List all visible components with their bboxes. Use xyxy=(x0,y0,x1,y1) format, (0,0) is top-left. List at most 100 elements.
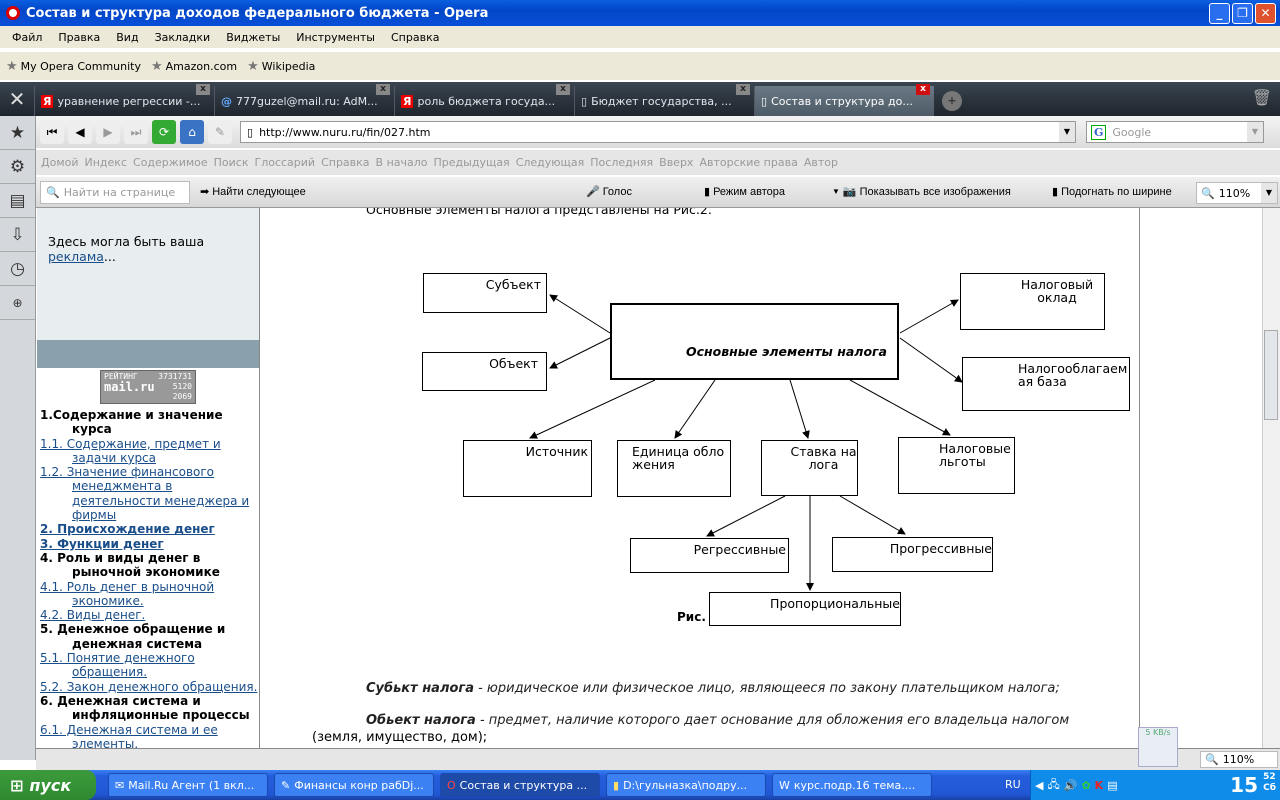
nav-link[interactable]: Вверх xyxy=(659,156,694,169)
icq-icon[interactable]: ✿ xyxy=(1081,778,1091,792)
nav-link[interactable]: Следующая xyxy=(515,156,585,169)
close-tab-icon[interactable]: x xyxy=(916,84,930,95)
find-input[interactable]: 🔍Найти на странице xyxy=(40,181,190,204)
scrollbar-thumb[interactable] xyxy=(1264,330,1278,420)
chevron-down-icon[interactable]: ▼ xyxy=(1059,122,1075,142)
reload-icon[interactable]: ⟳ xyxy=(152,120,176,144)
volume-icon[interactable]: 🔊 xyxy=(1063,778,1078,792)
network-icon[interactable]: 🖧 xyxy=(1047,777,1060,791)
course-nav-link[interactable]: 2. Происхождение денег xyxy=(40,522,215,537)
history-clock-icon[interactable]: ◷ xyxy=(0,252,35,286)
course-nav-link[interactable]: 1.2. Значение финансового менеджмента в … xyxy=(40,465,250,523)
close-tab-icon[interactable]: x xyxy=(556,84,570,95)
course-nav-item[interactable]: 2. Происхождение денег xyxy=(40,522,259,536)
vertical-scrollbar[interactable] xyxy=(1262,208,1280,748)
course-nav-link[interactable]: 4.2. Виды денег. xyxy=(40,608,146,623)
close-tab-icon[interactable]: x xyxy=(736,84,750,95)
start-button[interactable]: ⊞пуск xyxy=(0,770,96,800)
bookmarks-panel-star-icon[interactable]: ★ xyxy=(0,116,35,150)
course-nav-item[interactable]: 1.2. Значение финансового менеджмента в … xyxy=(40,465,259,522)
nav-link[interactable]: Последняя xyxy=(590,156,654,169)
nav-link[interactable]: Домой xyxy=(41,156,79,169)
ad-link[interactable]: реклама xyxy=(48,249,104,264)
nav-link[interactable]: Авторские права xyxy=(699,156,798,169)
find-next-button[interactable]: ➡Найти следующее xyxy=(200,185,306,199)
russian-flag-icon[interactable]: ▤ xyxy=(1107,778,1118,792)
course-nav-item[interactable]: 3. Функции денег xyxy=(40,537,259,551)
gear-icon[interactable]: ⚙ xyxy=(0,150,35,184)
nav-link[interactable]: Содержимое xyxy=(133,156,208,169)
new-tab-button[interactable]: + xyxy=(942,91,962,111)
taskbar-item-folder[interactable]: ▮D:\гульназка\подру... xyxy=(606,773,766,797)
bookmark-amazon[interactable]: ★Amazon.com xyxy=(151,59,237,74)
maximize-button[interactable]: ❐ xyxy=(1232,3,1253,24)
menu-tools[interactable]: Инструменты xyxy=(296,30,375,44)
tab-2[interactable]: @777guzel@mail.ru: AdM...x xyxy=(214,84,394,116)
course-nav-item[interactable]: 1.1. Содержание, предмет и задачи курса xyxy=(40,437,259,466)
nav-link[interactable]: Справка xyxy=(321,156,370,169)
tray-expand-icon[interactable]: ◀ xyxy=(1035,778,1044,792)
fast-forward-icon[interactable]: ⏭ xyxy=(124,120,148,144)
zoom-select[interactable]: 🔍110%▼ xyxy=(1196,182,1278,204)
add-panel-icon[interactable]: ⊕ xyxy=(0,286,35,320)
course-nav-item[interactable]: 4.2. Виды денег. xyxy=(40,608,259,622)
course-nav-item[interactable]: 5.2. Закон денежного обращения. xyxy=(40,680,259,694)
transfers-icon[interactable]: ⇩ xyxy=(0,218,35,252)
close-tab-icon[interactable]: x xyxy=(196,84,210,95)
course-nav-link[interactable]: 6.1. Денежная система и ее элементы. xyxy=(40,722,218,748)
menu-view[interactable]: Вид xyxy=(116,30,139,44)
nav-link[interactable]: Автор xyxy=(803,156,838,169)
kaspersky-icon[interactable]: K xyxy=(1094,778,1104,792)
tools-icon[interactable]: ✕ xyxy=(8,87,26,111)
show-images-button[interactable]: ▼📷Показывать все изображения xyxy=(832,185,1011,199)
course-nav-link[interactable]: 5.1. Понятие денежного обращения. xyxy=(40,651,195,680)
home-icon[interactable]: ⌂ xyxy=(180,120,204,144)
edit-pencil-icon[interactable]: ✎ xyxy=(208,120,232,144)
nav-link[interactable]: Индекс xyxy=(84,156,128,169)
nav-link[interactable]: Предыдущая xyxy=(433,156,510,169)
nav-link[interactable]: Глоссарий xyxy=(254,156,316,169)
menu-bookmarks[interactable]: Закладки xyxy=(154,30,211,44)
status-zoom-select[interactable]: 🔍110% xyxy=(1200,751,1278,768)
minimize-button[interactable]: _ xyxy=(1209,3,1230,24)
course-nav-link[interactable]: 3. Функции денег xyxy=(40,536,164,551)
tab-5-active[interactable]: ▯Состав и структура до...x xyxy=(754,84,934,116)
course-nav-link[interactable]: 5.2. Закон денежного обращения. xyxy=(40,679,258,694)
language-indicator[interactable]: RU xyxy=(1005,778,1021,791)
course-nav-link[interactable]: 1.1. Содержание, предмет и задачи курса xyxy=(40,436,221,465)
bookmark-wikipedia[interactable]: ★Wikipedia xyxy=(247,59,315,74)
address-field[interactable]: ▯http://www.nuru.ru/fin/027.htm▼ xyxy=(240,121,1076,143)
chevron-down-icon[interactable]: ▼ xyxy=(1247,122,1263,142)
trash-icon[interactable]: 🗑 xyxy=(1251,88,1272,107)
close-tab-icon[interactable]: x xyxy=(376,84,390,95)
notes-icon[interactable]: ▤ xyxy=(0,184,35,218)
course-nav-item[interactable]: 5.1. Понятие денежного обращения. xyxy=(40,651,259,680)
menu-edit[interactable]: Правка xyxy=(58,30,101,44)
back-icon[interactable]: ◀ xyxy=(68,120,92,144)
tab-4[interactable]: ▯Бюджет государства, ...x xyxy=(574,84,754,116)
taskbar-item-mailru-agent[interactable]: ✉Mail.Ru Агент (1 вкл... xyxy=(108,773,268,797)
taskbar-item-finance[interactable]: ✎Финансы конр рабDj... xyxy=(274,773,434,797)
transfer-speed-widget[interactable]: 5 KB/s xyxy=(1138,727,1178,767)
close-button[interactable]: ✕ xyxy=(1255,3,1276,24)
nav-link[interactable]: В начало xyxy=(375,156,428,169)
course-nav-item[interactable]: 6.1. Денежная система и ее элементы. xyxy=(40,723,259,748)
clock-hours[interactable]: 15 xyxy=(1230,773,1258,797)
menu-help[interactable]: Справка xyxy=(390,30,440,44)
course-nav-item[interactable]: 4.1. Роль денег в рыночной экономике. xyxy=(40,580,259,609)
rewind-icon[interactable]: ⏮ xyxy=(40,120,64,144)
bookmark-my-opera[interactable]: ★My Opera Community xyxy=(6,59,141,74)
voice-button[interactable]: 🎤Голос xyxy=(586,185,632,199)
course-nav-link[interactable]: 4.1. Роль денег в рыночной экономике. xyxy=(40,579,215,608)
nav-link[interactable]: Поиск xyxy=(213,156,249,169)
menu-widgets[interactable]: Виджеты xyxy=(226,30,281,44)
menu-file[interactable]: Файл xyxy=(12,30,43,44)
author-mode-button[interactable]: ▮Режим автора xyxy=(704,185,785,199)
forward-icon[interactable]: ▶ xyxy=(96,120,120,144)
